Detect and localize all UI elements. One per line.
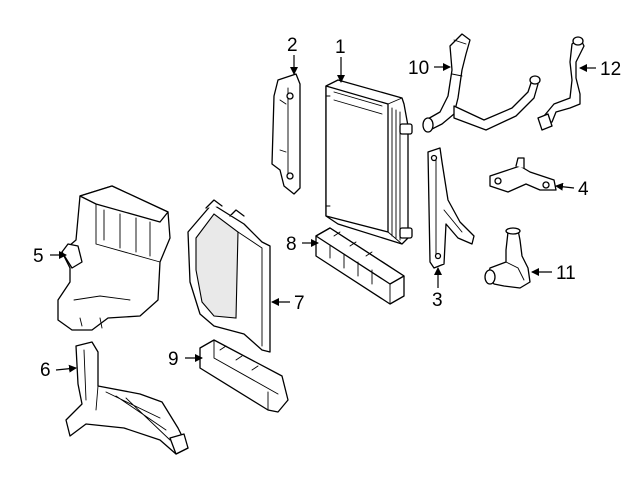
callout-11: 11 (556, 263, 576, 284)
callout-3: 3 (432, 290, 443, 311)
callout-7: 7 (294, 293, 305, 314)
leader-6 (55, 364, 77, 373)
leader-lines (50, 55, 596, 373)
callout-labels: 1 2 3 4 5 6 7 8 9 10 11 12 (33, 35, 621, 381)
callout-5: 5 (33, 246, 44, 267)
leader-4 (555, 182, 575, 191)
callout-10: 10 (408, 58, 429, 79)
part-1-radiator (325, 79, 413, 245)
part-3-bracket (427, 147, 475, 269)
callout-12: 12 (600, 59, 621, 80)
part-2-bracket (271, 73, 301, 195)
part-7-air-guide (187, 199, 271, 353)
part-5-side-shroud (57, 185, 171, 331)
callout-4: 4 (578, 179, 589, 200)
callout-2: 2 (287, 35, 298, 56)
part-10-upper-hose (422, 33, 541, 133)
part-8-module (315, 227, 405, 305)
callout-9: 9 (168, 349, 179, 370)
part-11-small-hose (484, 227, 531, 289)
part-4-mount-bracket (489, 157, 557, 193)
callout-8: 8 (286, 234, 297, 255)
part-12-tube (537, 36, 585, 131)
callout-1: 1 (335, 37, 346, 58)
callout-6: 6 (40, 360, 51, 381)
part-9-lower-cover (199, 339, 289, 413)
part-6-lower-shroud (65, 341, 189, 455)
